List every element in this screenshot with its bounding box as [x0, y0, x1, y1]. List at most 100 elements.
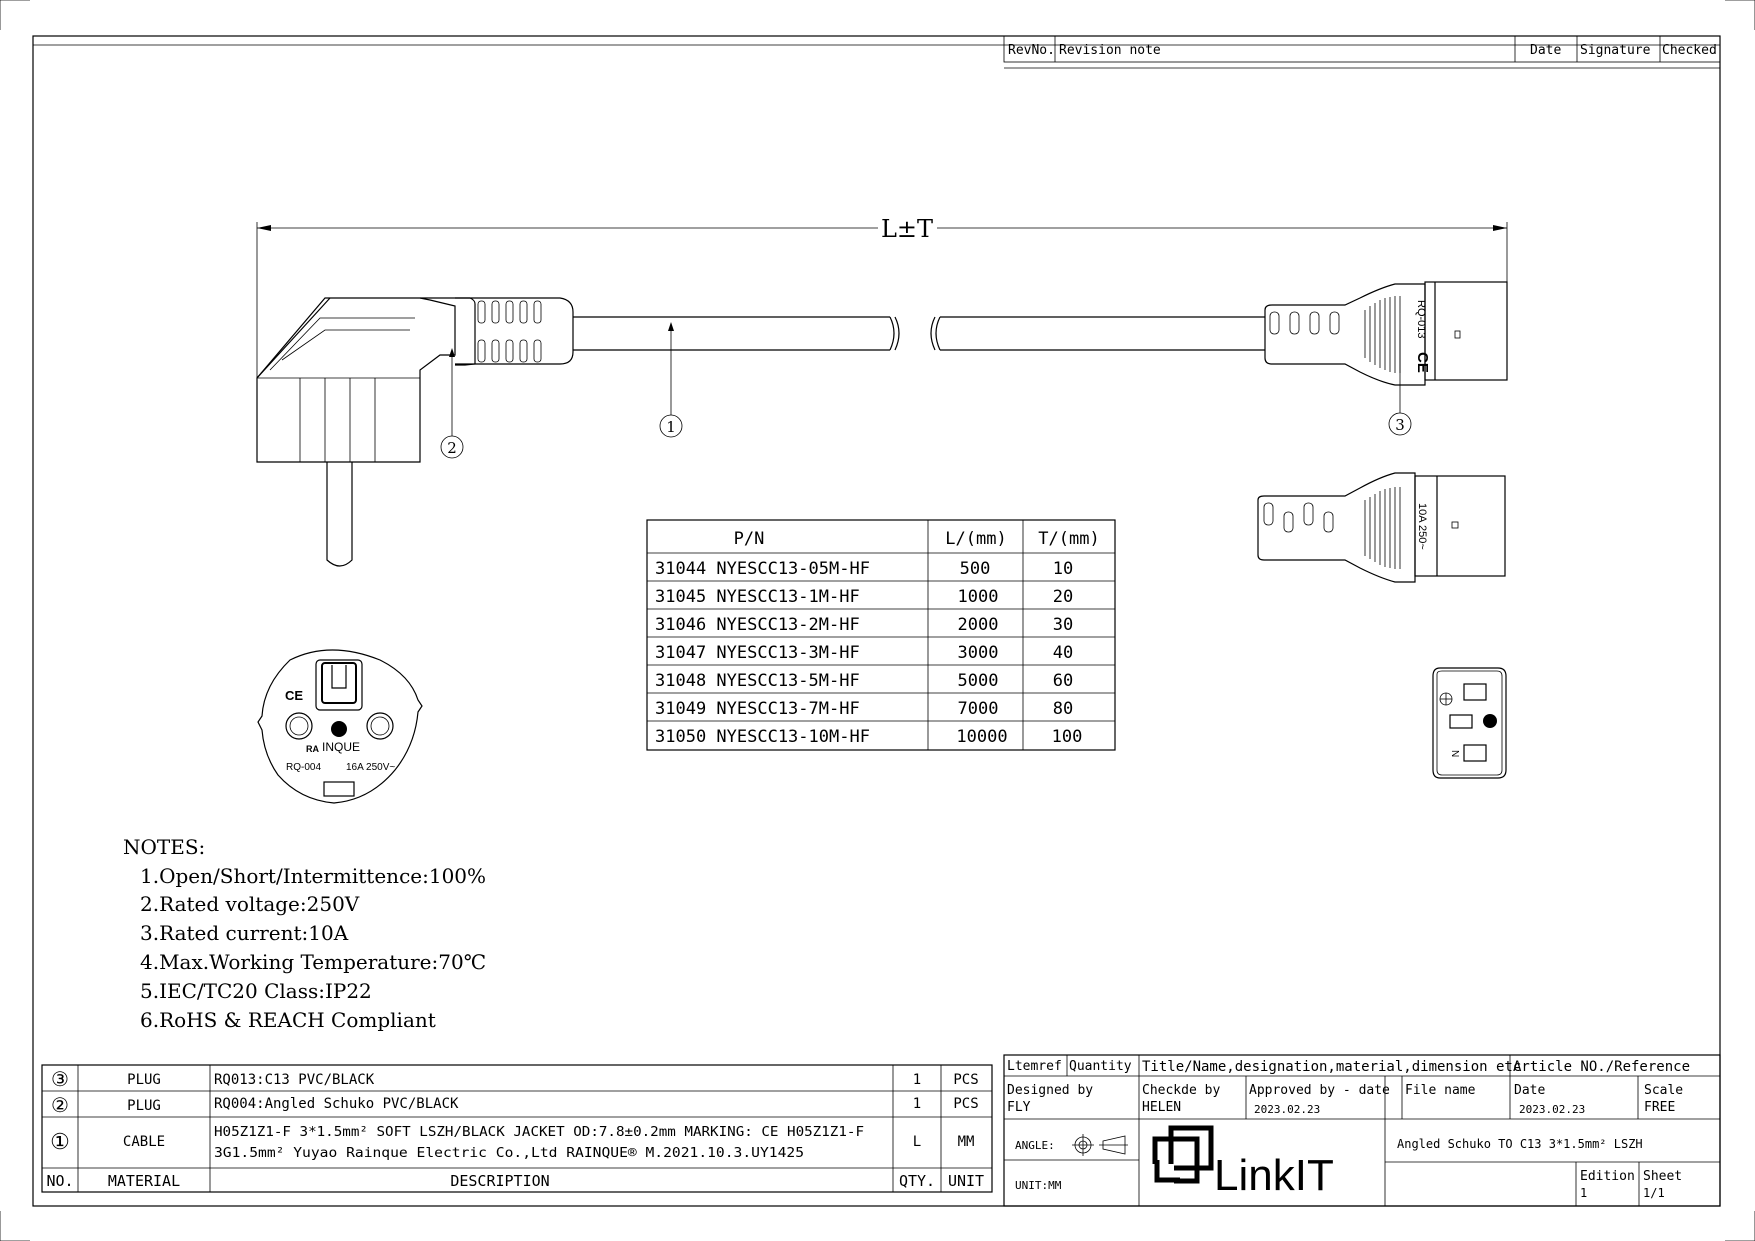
- callout-1: 1: [666, 418, 676, 436]
- notes: NOTES: 1.Open/Short/Intermittence:100% 2…: [123, 835, 486, 1032]
- bom-unit: PCS: [953, 1096, 978, 1112]
- pn-cell: 31048 NYESCC13-5M-HF: [655, 671, 860, 691]
- designed-by-value: FLY: [1007, 1100, 1031, 1115]
- bom-no: ①: [50, 1130, 70, 1155]
- bom-header-material: MATERIAL: [108, 1172, 180, 1190]
- notes-title: NOTES:: [123, 835, 205, 859]
- table-row: 31050 NYESCC13-10M-HF 10000 100: [655, 727, 1082, 747]
- bom-material: CABLE: [123, 1134, 165, 1150]
- length-cell: 5000: [958, 671, 999, 691]
- revision-header: RevNo. Revision note Date Signature Chec…: [1003, 35, 1721, 69]
- file-name-label: File name: [1405, 1083, 1476, 1098]
- bom-header-qty: QTY.: [899, 1172, 935, 1190]
- pn-cell: 31046 NYESCC13-2M-HF: [655, 615, 860, 635]
- edition-label: Edition: [1580, 1169, 1635, 1184]
- plug-brand-logo: RA: [306, 744, 319, 754]
- note-item: 1.Open/Short/Intermittence:100%: [140, 864, 486, 888]
- tolerance-cell: 60: [1053, 671, 1073, 691]
- date-label: Date: [1514, 1083, 1545, 1098]
- table-row: 31049 NYESCC13-7M-HF 7000 80: [655, 699, 1073, 719]
- c13-model-mark: RQ-013: [1415, 300, 1427, 339]
- plug-brand-mark: INQUE: [322, 740, 360, 754]
- table-row: ③ PLUG RQ013:C13 PVC/BLACK 1 PCS: [51, 1067, 979, 1091]
- sheet-value: 1/1: [1643, 1186, 1665, 1200]
- revision-note-header: Revision note: [1059, 43, 1161, 58]
- note-item: 2.Rated voltage:250V: [140, 892, 360, 916]
- plug-model-mark: RQ-004: [286, 762, 321, 773]
- cable: [573, 316, 1265, 351]
- c13-front-face: N: [1432, 667, 1507, 779]
- sheet-label: Sheet: [1643, 1169, 1682, 1184]
- itemref-label: Ltemref: [1007, 1059, 1062, 1074]
- length-cell: 2000: [958, 615, 999, 635]
- pn-table: P/N L/(mm) T/(mm) 31044 NYESCC13-05M-HF …: [646, 519, 1116, 751]
- checked-by-value: HELEN: [1142, 1100, 1181, 1115]
- article-column-header: Article NO./Reference: [1513, 1059, 1690, 1075]
- note-item: 4.Max.Working Temperature:70℃: [140, 950, 486, 974]
- bom-unit: MM: [958, 1134, 975, 1150]
- pn-cell: 31050 NYESCC13-10M-HF: [655, 727, 870, 747]
- tolerance-cell: 30: [1053, 615, 1073, 635]
- tolerance-cell: 40: [1053, 643, 1073, 663]
- designed-by-label: Designed by: [1007, 1083, 1093, 1098]
- bom-material: PLUG: [127, 1072, 161, 1088]
- bom-description: RQ013:C13 PVC/BLACK: [214, 1072, 375, 1088]
- scale-label: Scale: [1644, 1083, 1683, 1098]
- rev-date-header: Date: [1530, 43, 1561, 58]
- table-row: 31044 NYESCC13-05M-HF 500 10: [655, 559, 1073, 579]
- pn-cell: 31044 NYESCC13-05M-HF: [655, 559, 870, 579]
- bom-header-no: NO.: [46, 1172, 73, 1190]
- length-cell: 1000: [958, 587, 999, 607]
- length-cell: 10000: [956, 727, 1007, 747]
- date-value: 2023.02.23: [1519, 1103, 1585, 1116]
- table-row: ② PLUG RQ004:Angled Schuko PVC/BLACK 1 P…: [51, 1093, 979, 1117]
- pn-cell: 31047 NYESCC13-3M-HF: [655, 643, 860, 663]
- bom-no: ②: [51, 1093, 69, 1117]
- bom-qty: 1: [913, 1072, 921, 1088]
- callout-3: 3: [1395, 416, 1405, 434]
- bom-no: ③: [51, 1067, 69, 1091]
- table-row: 31046 NYESCC13-2M-HF 2000 30: [655, 615, 1073, 635]
- plug-ce-mark: CE: [285, 688, 303, 703]
- table-row: 31045 NYESCC13-1M-HF 1000 20: [655, 587, 1073, 607]
- length-dimension: L±T: [256, 215, 1508, 378]
- bom-description-line-2: 3G1.5mm² Yuyao Rainque Electric Co.,Ltd …: [214, 1146, 804, 1161]
- schuko-plug-face: CE RA INQUE RQ-004 16A 250V~: [257, 649, 423, 804]
- tolerance-cell: 80: [1053, 699, 1073, 719]
- table-row: 31048 NYESCC13-5M-HF 5000 60: [655, 671, 1073, 691]
- pn-cell: 31049 NYESCC13-7M-HF: [655, 699, 860, 719]
- tolerance-cell: 100: [1052, 727, 1083, 747]
- c13-ce-mark: CE: [1414, 352, 1431, 373]
- callouts: 2 1 3: [440, 322, 1412, 459]
- callout-2: 2: [447, 439, 457, 457]
- bom-material: PLUG: [127, 1098, 161, 1114]
- c13-connector-side-view: RQ-013 CE: [1264, 281, 1508, 386]
- pn-header: P/N: [734, 529, 765, 549]
- rev-no-header: RevNo.: [1008, 43, 1055, 58]
- checked-by-label: Checkde by: [1142, 1083, 1220, 1098]
- approved-date: 2023.02.23: [1254, 1103, 1320, 1116]
- bom-header-unit: UNIT: [948, 1172, 984, 1190]
- length-header: L/(mm): [945, 529, 1006, 549]
- dimension-label: L±T: [881, 215, 933, 243]
- pn-cell: 31045 NYESCC13-1M-HF: [655, 587, 860, 607]
- approved-by-label: Approved by - date: [1249, 1083, 1390, 1098]
- bom-description: RQ004:Angled Schuko PVC/BLACK: [214, 1096, 459, 1112]
- length-cell: 7000: [958, 699, 999, 719]
- bom-qty: 1: [913, 1096, 921, 1112]
- bom-description-line-1: H05Z1Z1-F 3*1.5mm² SOFT LSZH/BLACK JACKE…: [214, 1125, 864, 1140]
- bom-header-description: DESCRIPTION: [450, 1172, 549, 1190]
- note-item: 6.RoHS & REACH Compliant: [140, 1008, 436, 1032]
- bom-table: ③ PLUG RQ013:C13 PVC/BLACK 1 PCS ② PLUG …: [41, 1064, 993, 1193]
- title-column-header: Title/Name,designation,material,dimensio…: [1142, 1059, 1521, 1075]
- note-item: 3.Rated current:10A: [140, 921, 349, 945]
- table-row: 31047 NYESCC13-3M-HF 3000 40: [655, 643, 1073, 663]
- angle-label: ANGLE:: [1015, 1139, 1055, 1152]
- title-block: Ltemref Quantity Title/Name,designation,…: [1003, 1054, 1721, 1207]
- bom-qty: L: [913, 1134, 921, 1150]
- bom-unit: PCS: [953, 1072, 978, 1088]
- drawing-title: Angled Schuko TO C13 3*1.5mm² LSZH: [1397, 1137, 1643, 1151]
- c13-rating-mark: 10A 250~: [1416, 503, 1428, 550]
- checked-header: Checked: [1662, 43, 1717, 58]
